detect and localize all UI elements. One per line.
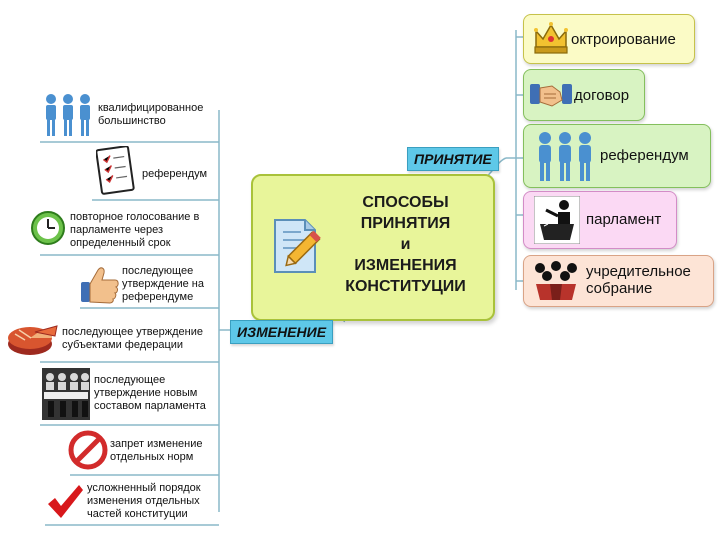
- central-topic-title: СПОСОБЫ ПРИНЯТИЯ и ИЗМЕНЕНИЯ КОНСТИТУЦИИ: [345, 194, 466, 295]
- checkmark-icon: [48, 485, 83, 518]
- amendment-prohibition-label: запрет изменение отдельных норм: [110, 438, 203, 463]
- amendment-federation-approval-label: последующее утверждение субъектами федер…: [62, 326, 203, 351]
- crown-icon: [534, 22, 568, 54]
- people-icon: [539, 132, 591, 181]
- amendment-complex-procedure-label: усложненный порядок изменения отдельных …: [87, 482, 201, 520]
- adoption-treaty-node: договор: [523, 69, 645, 121]
- adoption-assembly-node: учредительное собрание: [523, 255, 714, 307]
- amendment-referendum-approval-item: последующее утверждение на референдуме: [80, 262, 219, 306]
- adoption-parliament-node: парламент: [523, 191, 677, 249]
- adoption-octroi-node: октроирование: [523, 14, 695, 64]
- amendment-repeat-vote-label: повторное голосование в парламенте через…: [70, 211, 200, 249]
- amendment-qualified-majority-label: квалифицированное большинство: [98, 102, 204, 127]
- adoption-assembly-label: учредительное собрание: [586, 263, 691, 297]
- handshake-icon: [530, 84, 572, 107]
- thumbs-up-icon: [81, 267, 119, 304]
- adoption-treaty-label: договор: [574, 87, 630, 104]
- branch-adoption-label: ПРИНЯТИЕ: [407, 147, 499, 171]
- speaker-podium-icon: [534, 196, 580, 244]
- amendment-new-parliament-label: последующее утверждение новым составом п…: [94, 374, 206, 412]
- branch-amendment-label: ИЗМЕНЕНИЕ: [230, 320, 334, 344]
- prohibited-icon: [68, 430, 108, 470]
- adoption-referendum-label: референдум: [600, 147, 689, 164]
- clock-icon: [31, 211, 65, 245]
- amendment-repeat-vote-item: повторное голосование в парламенте через…: [28, 206, 219, 254]
- pie-chart-icon: [8, 325, 58, 355]
- people-icon: [46, 94, 90, 136]
- amendment-complex-procedure-item: усложненный порядок изменения отдельных …: [45, 480, 219, 526]
- amendment-new-parliament-item: последующее утверждение новым составом п…: [40, 368, 219, 424]
- ballot-icon: [96, 146, 135, 195]
- parliament-icon: [42, 368, 90, 420]
- amendment-referendum-approval-label: последующее утверждение на референдуме: [122, 265, 204, 303]
- document-pencil-icon: [274, 219, 321, 273]
- assembly-icon: [535, 261, 577, 300]
- adoption-octroi-label: октроирование: [571, 31, 676, 48]
- amendment-referendum-item: референдум: [92, 146, 219, 198]
- amendment-federation-approval-item: последующее утверждение субъектами федер…: [5, 314, 219, 360]
- amendment-qualified-majority-item: квалифицированное большинство: [40, 92, 220, 140]
- adoption-referendum-node: референдум: [523, 124, 711, 188]
- adoption-parliament-label: парламент: [586, 211, 662, 228]
- central-topic: СПОСОБЫ ПРИНЯТИЯ и ИЗМЕНЕНИЯ КОНСТИТУЦИИ: [251, 174, 495, 321]
- amendment-referendum-label: референдум: [142, 168, 208, 180]
- amendment-prohibition-item: запрет изменение отдельных норм: [66, 430, 219, 474]
